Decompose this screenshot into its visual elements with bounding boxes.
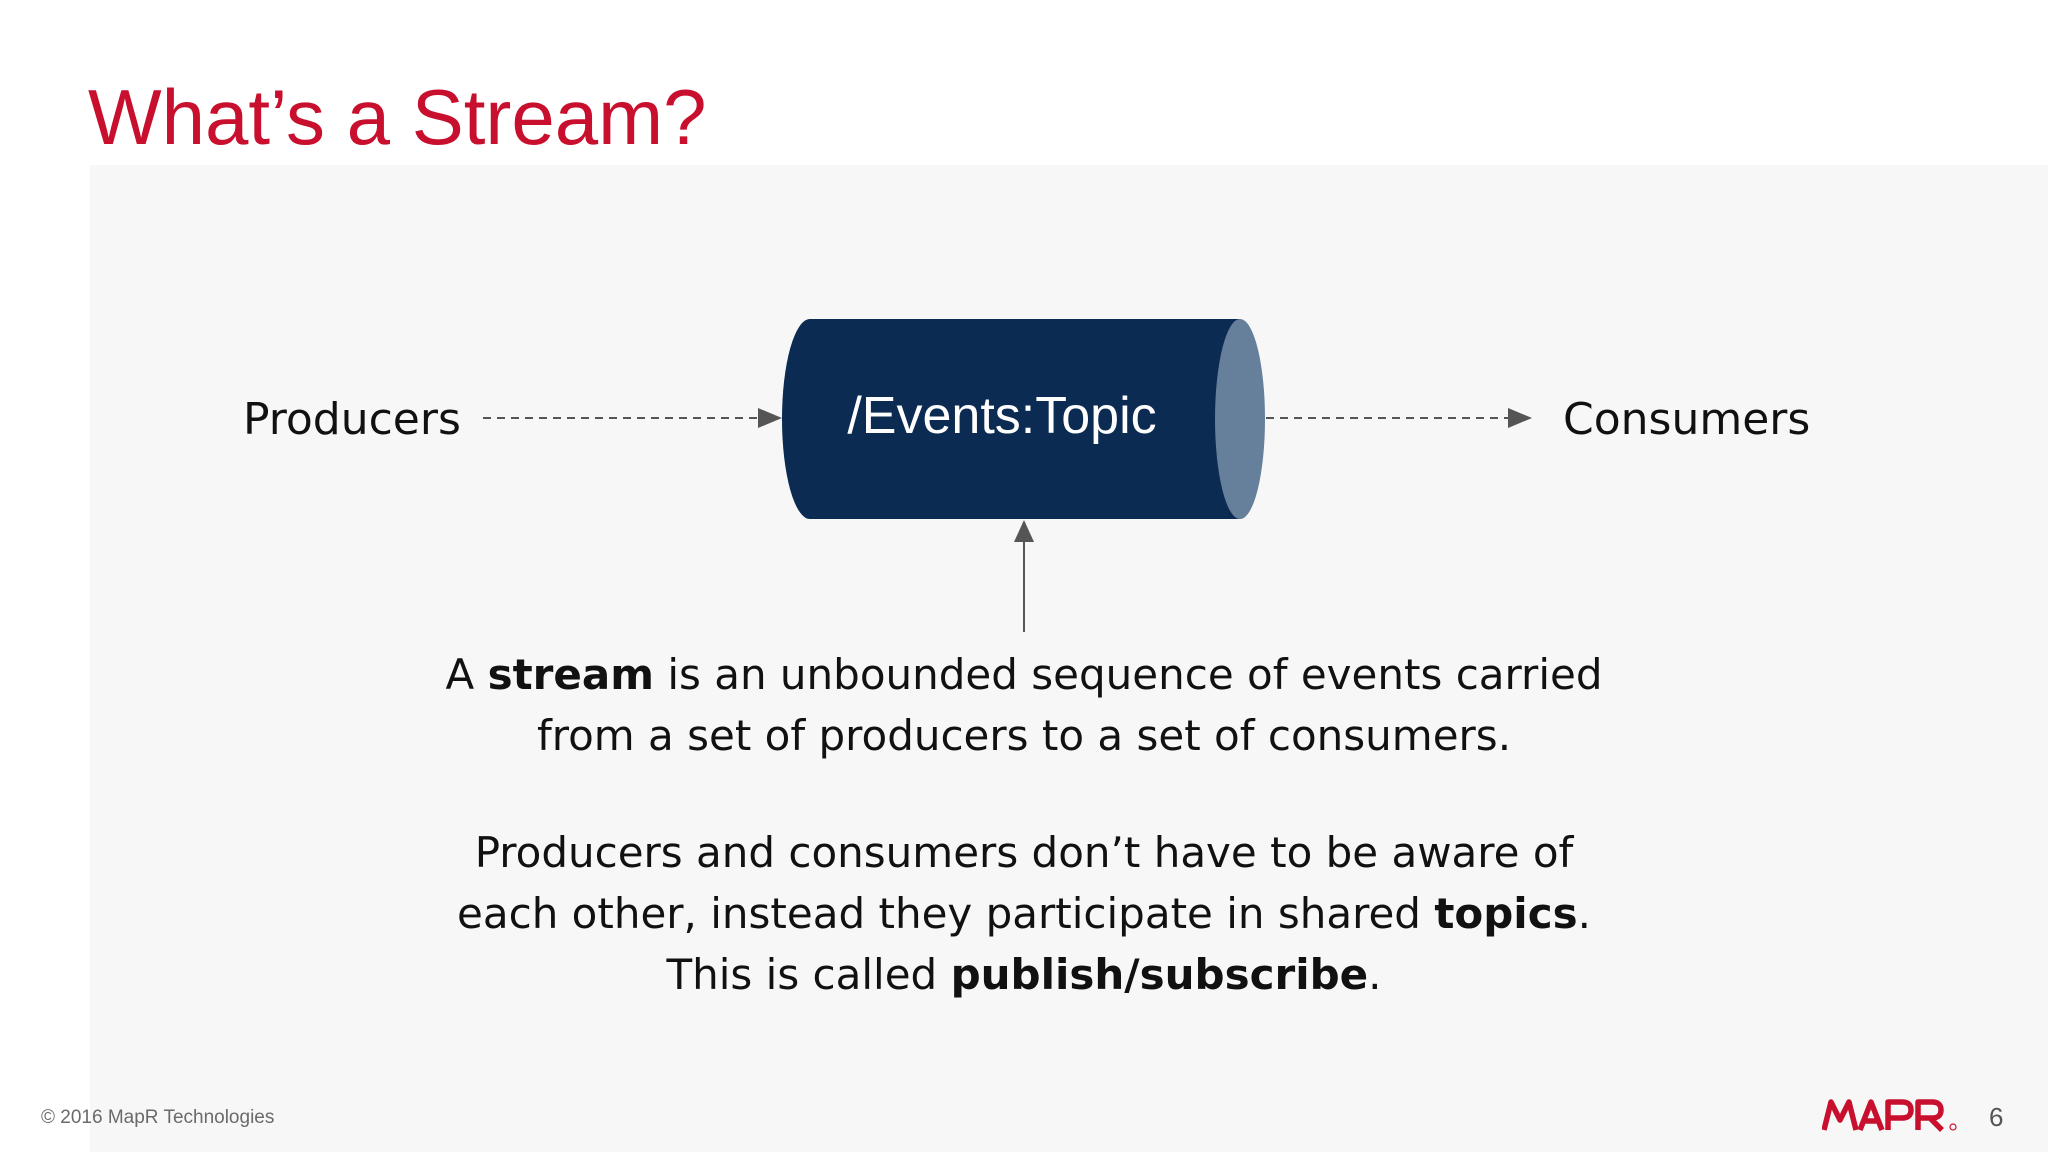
copyright-notice: © 2016 MapR Technologies: [41, 1107, 275, 1128]
arrow-right-icon: [1508, 408, 1532, 428]
pubsub-explanation: Producers and consumers don’t have to be…: [424, 822, 1624, 1005]
text-run: A: [445, 650, 488, 699]
arrow-right-icon: [758, 408, 782, 428]
producers-label: Producers: [243, 394, 461, 445]
description-arrow: [1014, 520, 1034, 632]
page-number: 6: [1989, 1102, 2004, 1132]
stream-definition: A stream is an unbounded sequence of eve…: [424, 644, 1624, 766]
text-run: is an unbounded sequence of events carri…: [536, 650, 1603, 760]
text-run: .: [1368, 950, 1382, 999]
cylinder-body: [782, 319, 1240, 519]
text-run: Producers and consumers don’t have to be…: [457, 828, 1574, 938]
cylinder-icon: [782, 319, 1265, 519]
bold-term-stream: stream: [487, 650, 654, 699]
mapr-logo: [1822, 1099, 1957, 1132]
consumers-label: Consumers: [1563, 394, 1811, 445]
topic-label: /Events:Topic: [847, 387, 1157, 445]
text-run: . This is called: [666, 889, 1591, 999]
arrow-up-icon: [1014, 520, 1034, 542]
producers-arrow: [483, 408, 782, 428]
slide-title: What’s a Stream?: [88, 73, 707, 161]
bold-term-publish-subscribe: publish/subscribe: [950, 950, 1369, 999]
cylinder-end: [1215, 319, 1265, 519]
bold-term-topics: topics: [1434, 889, 1578, 938]
consumers-arrow: [1266, 408, 1532, 428]
